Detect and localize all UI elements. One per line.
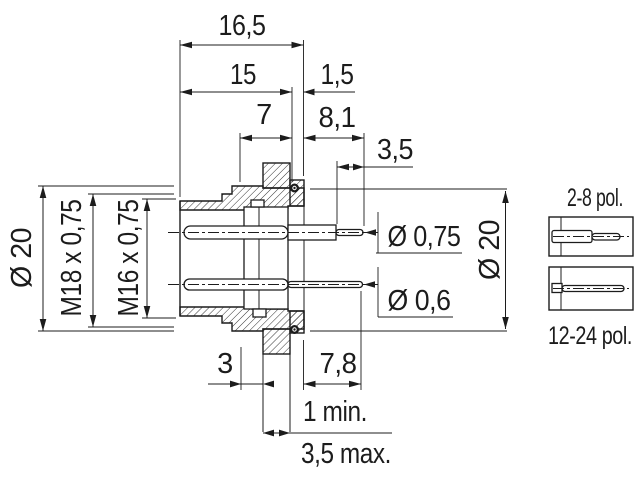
shell-lower-wall	[179, 306, 305, 332]
label-lower-pin-diameter: Ø 0,6	[388, 285, 451, 317]
label-panel-thickness-max: 3,5 max.	[301, 438, 391, 470]
label-upper-pin-diameter: Ø 0,75	[388, 221, 461, 253]
label-variant-upper: 2-8 pol.	[567, 184, 623, 212]
insulator-body	[243, 206, 289, 310]
dim-body-length: 15	[230, 59, 256, 91]
dimension-labels: 16,5 15 1,5 7 8,1 3,5 Ø 0,75 Ø 0,6 Ø 20 …	[6, 10, 633, 470]
dim-front-section: 7	[256, 99, 272, 131]
dim-rear-offset: 1,5	[321, 59, 354, 91]
dim-lower-pin-extension: 7,8	[320, 348, 357, 380]
panel-cutout	[262, 162, 291, 432]
dim-flange-diameter-right: Ø 20	[474, 220, 506, 280]
dim-flange-diameter-left: Ø 20	[6, 228, 38, 288]
seal-ring-lower	[290, 325, 299, 334]
connector-section-view	[168, 162, 374, 432]
dim-overall-length: 16,5	[219, 10, 266, 42]
dim-upper-pin-extension: 8,1	[319, 102, 356, 134]
dim-pin-tip-length: 3,5	[377, 134, 413, 166]
dimension-lines	[39, 41, 509, 437]
label-coupling-thread: M16 x 0,75	[113, 200, 145, 317]
variant-pin-thin	[551, 282, 563, 294]
label-variant-lower: 12-24 pol.	[548, 322, 632, 350]
variant-detail-upper	[548, 216, 634, 257]
backnut-upper	[289, 179, 305, 207]
seal-ring-upper	[290, 183, 299, 193]
label-panel-thickness-min: 1 min.	[303, 396, 367, 428]
dim-rear-clearance: 3	[217, 348, 233, 380]
label-outer-thread: M18 x 0,75	[56, 200, 88, 317]
variant-detail-lower	[548, 266, 634, 311]
